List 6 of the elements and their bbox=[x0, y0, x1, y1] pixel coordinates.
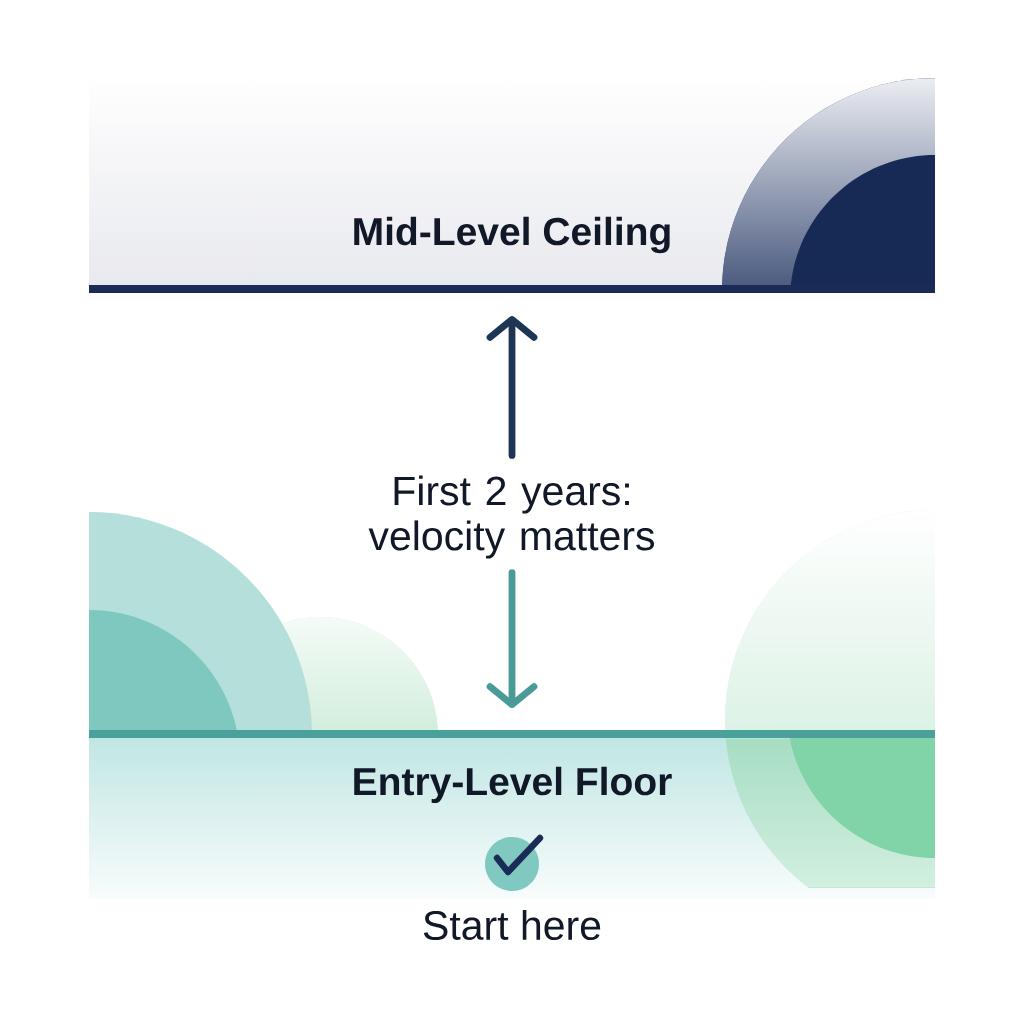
caption-text: Start here bbox=[423, 909, 601, 941]
arrow bbox=[486, 569, 538, 708]
arrow bbox=[486, 316, 538, 459]
note-text: First 2 years: velocity matters bbox=[368, 475, 654, 559]
band-title: Entry-Level Floor bbox=[354, 766, 672, 804]
band-title: Mid-Level Ceiling bbox=[354, 216, 670, 254]
